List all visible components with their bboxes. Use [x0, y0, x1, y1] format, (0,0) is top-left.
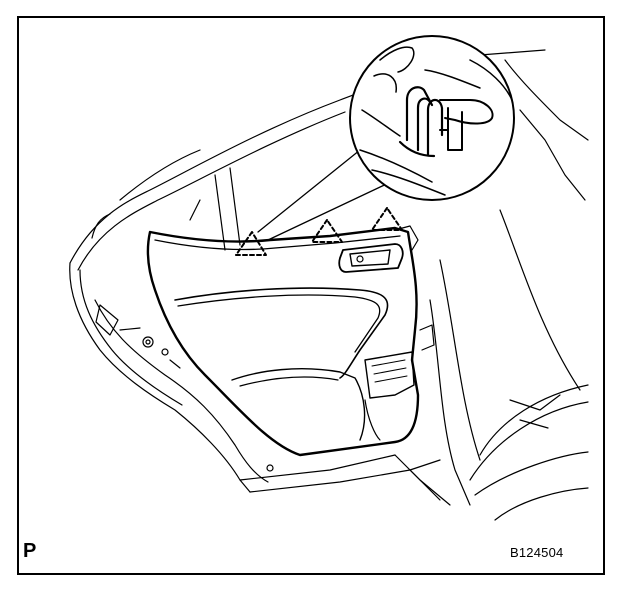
clip-markers	[235, 207, 403, 256]
clip-marker-triangle	[235, 231, 267, 256]
clip-marker-triangle	[311, 219, 343, 243]
corner-letter: P	[23, 540, 37, 562]
callout-leader-lines	[257, 149, 396, 241]
figure-code: B124504	[510, 545, 564, 560]
clip-marker-triangle	[371, 207, 403, 231]
door-trim-board	[146, 225, 435, 457]
rear-seat-outline	[469, 384, 589, 521]
clip-detail-callout	[349, 35, 515, 201]
